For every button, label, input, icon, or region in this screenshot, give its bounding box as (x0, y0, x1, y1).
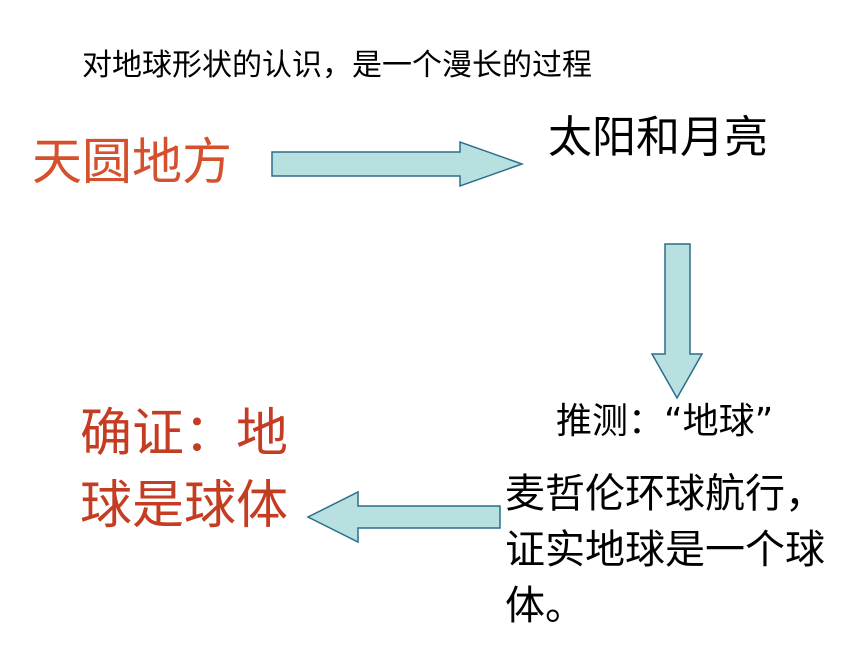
node-conclusion: 确证：地球是球体 (80, 404, 289, 536)
slide-title: 对地球形状的认识，是一个漫长的过程 (82, 48, 592, 83)
node-observation: 太阳和月亮 (548, 112, 768, 163)
node-ancient-view: 天圆地方 (32, 133, 232, 191)
node-inference: 推测：“地球” (556, 401, 774, 442)
node-voyage: 麦哲伦环球航行，证实地球是一个球体。 (505, 471, 825, 629)
